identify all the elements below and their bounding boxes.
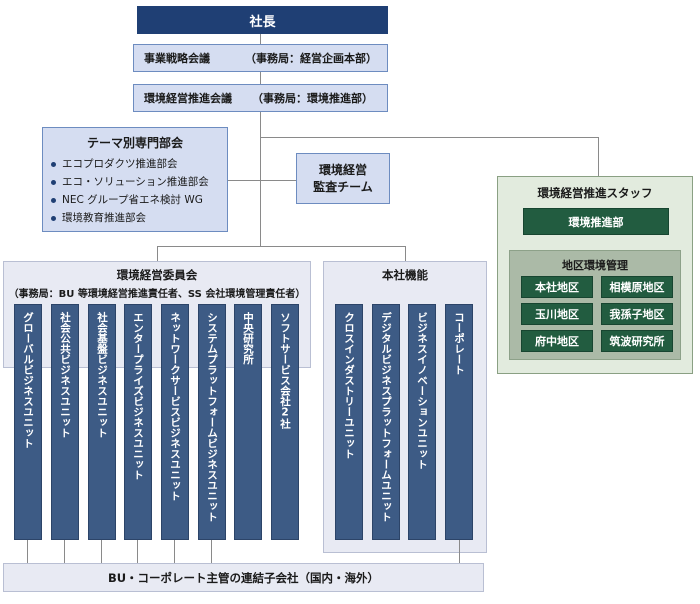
connector-main-vertical bbox=[260, 34, 261, 246]
unit-column: エンタープライズビジネスユニット bbox=[124, 304, 152, 540]
audit-team-line2: 監査チーム bbox=[313, 179, 373, 194]
connector-unit-3 bbox=[137, 540, 138, 563]
site-box: 玉川地区 bbox=[521, 303, 593, 325]
site-box: 我孫子地区 bbox=[601, 303, 673, 325]
theme-committees-list: エコプロダクツ推進部会 エコ・ソリューション推進部会 NEC グループ省エネ検討… bbox=[51, 155, 219, 227]
business-strategy-secretariat: （事務局：経営企画本部） bbox=[245, 52, 377, 65]
bullet-icon bbox=[51, 197, 56, 203]
connector-corporate bbox=[459, 540, 460, 563]
env-committee-subtitle: （事務局：BU 等環境経営推進責任者、SS 会社環境管理責任者） bbox=[8, 289, 306, 300]
hq-unit-column: コーポレート bbox=[445, 304, 473, 540]
connector-committee-left bbox=[157, 246, 158, 261]
business-strategy-box: 事業戦略会議 （事務局：経営企画本部） bbox=[133, 44, 388, 72]
connector-committees-horizontal bbox=[157, 246, 405, 247]
hq-unit-column: ビジネスイノベーションユニット bbox=[408, 304, 436, 540]
president-box: 社長 bbox=[137, 6, 388, 34]
connector-committee-right bbox=[405, 246, 406, 261]
theme-committees-box: テーマ別専門部会 エコプロダクツ推進部会 エコ・ソリューション推進部会 NEC … bbox=[42, 127, 228, 232]
list-item: エコプロダクツ推進部会 bbox=[51, 155, 219, 173]
site-box: 府中地区 bbox=[521, 330, 593, 352]
env-dept-box: 環境推進部 bbox=[523, 208, 669, 235]
site-box: 筑波研究所 bbox=[601, 330, 673, 352]
audit-team-line1: 環境経営 bbox=[318, 162, 367, 177]
unit-column: システムプラットフォームビジネスユニット bbox=[198, 304, 226, 540]
bullet-icon bbox=[51, 161, 56, 167]
connector-unit-5 bbox=[211, 540, 212, 563]
hq-unit-column: デジタルビジネスプラットフォームユニット bbox=[372, 304, 400, 540]
unit-column: 社会基盤ビジネスユニット bbox=[88, 304, 116, 540]
unit-column: ネットワークサービスビジネスユニット bbox=[161, 304, 189, 540]
hq-unit-column: クロスインダストリーユニット bbox=[335, 304, 363, 540]
bullet-icon bbox=[51, 215, 56, 221]
unit-column: ソフトサービス会社2社 bbox=[271, 304, 299, 540]
list-item: 環境教育推進部会 bbox=[51, 209, 219, 227]
audit-team-box: 環境経営 監査チーム bbox=[296, 153, 390, 204]
env-committee-box: 環境経営委員会 （事務局：BU 等環境経営推進責任者、SS 会社環境管理責任者） bbox=[3, 261, 311, 368]
site-box: 本社地区 bbox=[521, 276, 593, 298]
env-committee-title: 環境経営委員会 bbox=[116, 268, 198, 282]
connector-staff-vertical bbox=[598, 137, 599, 176]
connector-theme-audit bbox=[228, 180, 296, 181]
regional-mgmt-title: 地区環境管理 bbox=[562, 259, 628, 272]
subsidiaries-label: BU・コーポレート主管の連結子会社（国内・海外） bbox=[107, 570, 380, 585]
env-promotion-meeting-box: 環境経営推進会議 （事務局：環境推進部） bbox=[133, 84, 388, 112]
list-item: エコ・ソリューション推進部会 bbox=[51, 173, 219, 191]
unit-column: 中央研究所 bbox=[234, 304, 262, 540]
site-box: 相模原地区 bbox=[601, 276, 673, 298]
subsidiaries-box: BU・コーポレート主管の連結子会社（国内・海外） bbox=[3, 563, 484, 592]
unit-column: 社会公共ビジネスユニット bbox=[51, 304, 79, 540]
connector-unit-4 bbox=[174, 540, 175, 563]
env-promotion-meeting-name: 環境経営推進会議 bbox=[144, 92, 232, 105]
list-item: NEC グループ省エネ検討 WG bbox=[51, 191, 219, 209]
business-strategy-name: 事業戦略会議 bbox=[144, 52, 210, 65]
hq-functions-title: 本社機能 bbox=[382, 268, 428, 282]
env-promotion-meeting-secretariat: （事務局：環境推進部） bbox=[252, 92, 373, 105]
env-staff-title: 環境経営推進スタッフ bbox=[537, 186, 653, 200]
connector-unit-1 bbox=[64, 540, 65, 563]
president-label: 社長 bbox=[249, 14, 276, 30]
unit-column: グローバルビジネスユニット bbox=[14, 304, 42, 540]
theme-committees-title: テーマ別専門部会 bbox=[86, 136, 183, 150]
connector-staff-horizontal bbox=[260, 137, 598, 138]
connector-unit-0 bbox=[27, 540, 28, 563]
connector-unit-2 bbox=[101, 540, 102, 563]
bullet-icon bbox=[51, 179, 56, 185]
env-dept-label: 環境推進部 bbox=[568, 215, 624, 229]
